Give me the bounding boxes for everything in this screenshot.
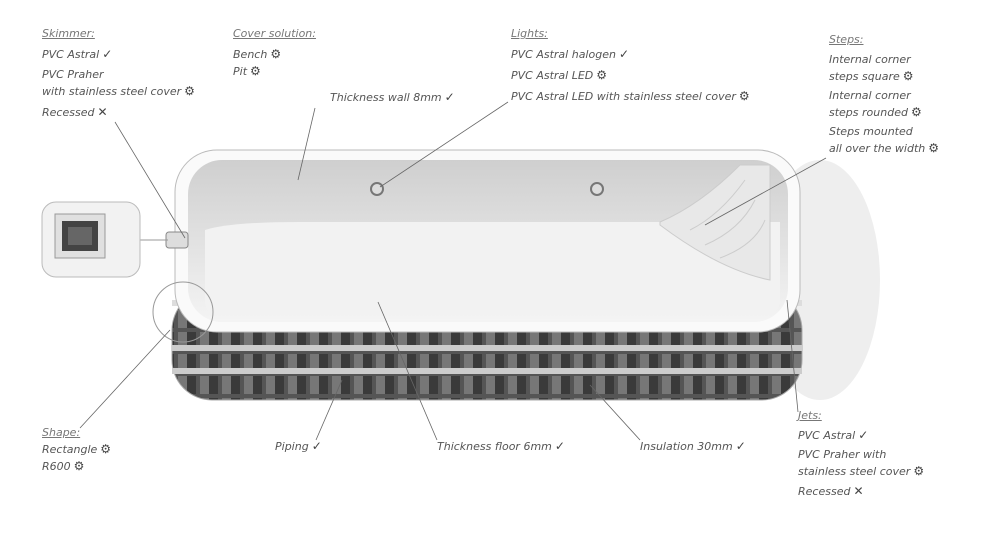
- skimmer-group: Skimmer: PVC Astral✓ PVC Praher with sta…: [42, 26, 195, 121]
- pool-steps: [659, 164, 771, 281]
- cover-option: Pit: [233, 65, 248, 78]
- light-fixture: [590, 182, 604, 196]
- skimmer-option: PVC Praher: [42, 68, 104, 81]
- cross-icon: ✕: [97, 105, 108, 119]
- check-icon: ✓: [554, 439, 565, 453]
- steps-option: steps rounded: [829, 106, 908, 119]
- leader-lines: [79, 101, 827, 441]
- skimmer: [165, 231, 189, 249]
- steps-heading: Steps:: [829, 33, 864, 46]
- gear-icon: ⚙: [902, 69, 914, 83]
- check-icon: ✓: [735, 439, 746, 453]
- insulation-label: Insulation 30mm✓: [640, 438, 746, 455]
- steps-group: Steps: Internal corner steps square⚙ Int…: [829, 32, 939, 157]
- cover-group: Cover solution: Bench⚙ Pit⚙: [233, 26, 316, 80]
- skimmer-option: with stainless steel cover: [42, 85, 182, 98]
- jets-option: stainless steel cover: [798, 465, 911, 478]
- steps-option: Internal corner: [829, 53, 911, 66]
- piping-label: Piping✓: [275, 438, 322, 455]
- shape-option: R600: [42, 460, 71, 473]
- shape-group: Shape: Rectangle⚙ R600⚙: [42, 425, 111, 475]
- light-fixture: [370, 182, 384, 196]
- gear-icon: ⚙: [250, 64, 261, 78]
- gear-icon: ⚙: [913, 464, 925, 478]
- lights-option: PVC Astral LED: [511, 69, 594, 82]
- jets-option: Recessed: [798, 485, 851, 498]
- lights-heading: Lights:: [511, 27, 548, 40]
- skimmer-heading: Skimmer:: [42, 27, 95, 40]
- gear-icon: ⚙: [184, 84, 195, 98]
- steps-option: Internal corner: [829, 89, 911, 102]
- piping-text: Piping: [275, 440, 309, 453]
- insulation-text: Insulation 30mm: [640, 440, 733, 453]
- shape-heading: Shape:: [42, 426, 81, 439]
- gear-icon: ⚙: [100, 442, 112, 456]
- jets-heading: Jets:: [798, 409, 822, 422]
- jets-group: Jets: PVC Astral✓ PVC Praher with stainl…: [798, 408, 924, 500]
- pool-floor: [205, 222, 780, 315]
- gear-icon: ⚙: [596, 68, 608, 82]
- gear-icon: ⚙: [738, 89, 750, 103]
- gear-icon: ⚙: [73, 459, 85, 473]
- lights-group: Lights: PVC Astral halogen✓ PVC Astral L…: [511, 26, 750, 105]
- check-icon: ✓: [618, 47, 630, 61]
- wall-text: Thickness wall 8mm: [330, 91, 442, 104]
- jets-option: PVC Astral: [798, 429, 856, 442]
- skimmer-option: PVC Astral: [42, 48, 100, 61]
- steps-option: Steps mounted: [829, 125, 913, 138]
- skimmer-option: Recessed: [42, 106, 95, 119]
- cross-icon: ✕: [853, 484, 864, 498]
- steps-option: all over the width: [829, 142, 926, 155]
- check-icon: ✓: [311, 439, 322, 453]
- shape-option: Rectangle: [42, 443, 98, 456]
- cover-option: Bench: [233, 48, 268, 61]
- skimmer-detail-callout: [41, 201, 168, 278]
- gear-icon: ⚙: [910, 105, 922, 119]
- check-icon: ✓: [858, 428, 869, 442]
- jets-option: PVC Praher with: [798, 448, 887, 461]
- lights-option: PVC Astral halogen: [511, 48, 616, 61]
- floor-label: Thickness floor 6mm✓: [437, 438, 565, 455]
- floor-text: Thickness floor 6mm: [437, 440, 552, 453]
- wall-label: Thickness wall 8mm✓: [330, 89, 455, 106]
- gear-icon: ⚙: [928, 141, 940, 155]
- steps-option: steps square: [829, 70, 900, 83]
- check-icon: ✓: [102, 47, 113, 61]
- lights-option: PVC Astral LED with stainless steel cove…: [511, 90, 736, 103]
- check-icon: ✓: [444, 90, 455, 104]
- shape-detail-circle: [152, 281, 214, 343]
- cover-heading: Cover solution:: [233, 27, 316, 40]
- gear-icon: ⚙: [270, 47, 282, 61]
